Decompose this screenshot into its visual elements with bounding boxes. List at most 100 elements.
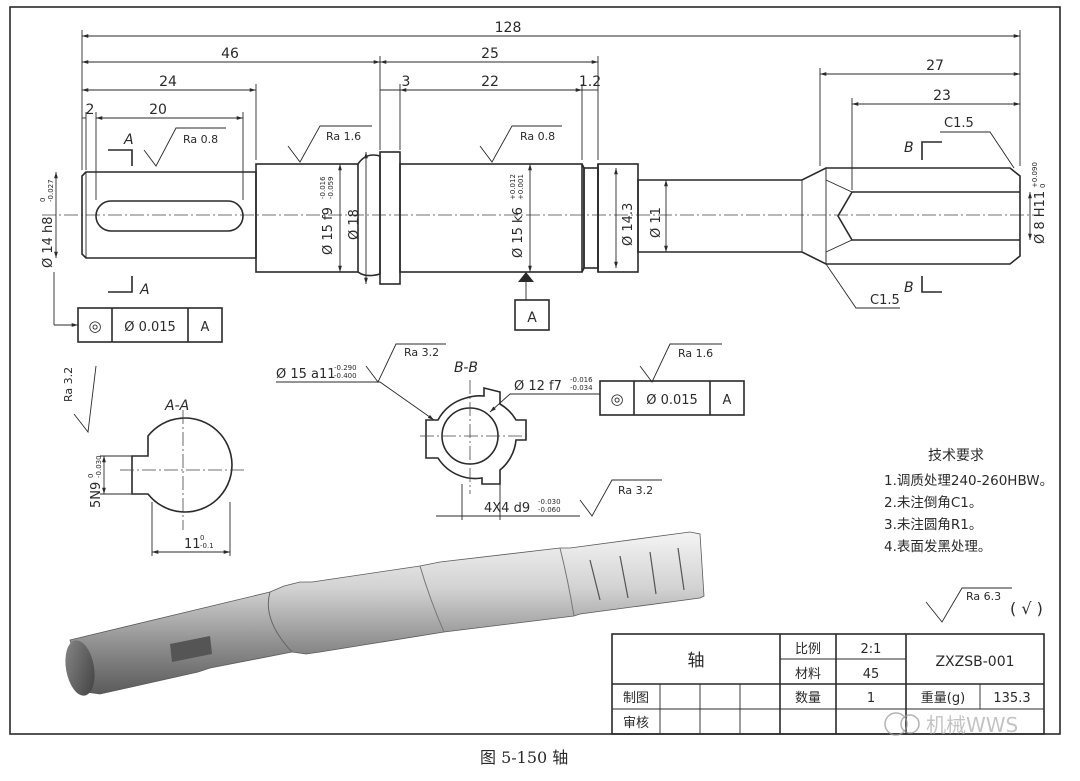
dim-11: 11 (184, 537, 201, 552)
svg-text:2:1: 2:1 (861, 642, 882, 657)
journal-d15f9 (255, 163, 359, 273)
dim-3: 3 (402, 74, 411, 90)
dim-24: 24 (159, 74, 177, 90)
dim-d14-3: Ø 14.3 (621, 203, 636, 246)
section-a-a: A-A 5N9 0 -0.030 11 0 -0.1 Ra 3.2 (62, 365, 246, 556)
svg-text:-0.030: -0.030 (538, 498, 561, 506)
svg-text:+0.090: +0.090 (1031, 162, 1039, 188)
svg-text:比例: 比例 (795, 642, 821, 657)
svg-text:Ø 0.015: Ø 0.015 (124, 320, 176, 335)
dim-5n9: 5N9 (89, 482, 104, 508)
journal-d15k6 (399, 163, 583, 273)
dim-d15f9: Ø 15 f9 (321, 207, 336, 255)
svg-text:+0.001: +0.001 (517, 174, 525, 200)
svg-text:135.3: 135.3 (993, 691, 1030, 706)
svg-text:◎: ◎ (610, 390, 623, 408)
svg-text:0: 0 (1039, 184, 1047, 188)
dim-128: 128 (495, 20, 522, 36)
svg-text:0: 0 (87, 474, 95, 478)
svg-text:-0.400: -0.400 (334, 372, 357, 380)
roughness-ra32-spline: Ra 3.2 (579, 479, 662, 517)
svg-text:-0.030: -0.030 (95, 455, 103, 478)
svg-text:审核: 审核 (623, 716, 649, 731)
svg-text:-0.060: -0.060 (538, 506, 561, 514)
tolerance-frame-left: ◎ Ø 0.015 A (53, 272, 223, 343)
watermark: 机械WWS (884, 712, 1018, 737)
drawing-number: ZXZSB-001 (935, 654, 1014, 670)
roughness-ra08-left: Ra 0.8 (143, 127, 226, 167)
svg-text:Ra 0.8: Ra 0.8 (520, 130, 555, 143)
svg-text:数量: 数量 (795, 691, 821, 706)
dim-d11: Ø 11 (649, 207, 664, 238)
roughness-ra32-aa: Ra 3.2 (62, 365, 97, 434)
bore-d8 (837, 191, 1020, 241)
dim-1-2: 1.2 (579, 74, 601, 90)
sheet-border (9, 6, 1061, 735)
part-name: 轴 (688, 651, 705, 671)
svg-text:B: B (904, 280, 914, 296)
svg-text:( √ ): ( √ ) (1010, 599, 1043, 618)
dim-23: 23 (933, 88, 951, 104)
dim-27: 27 (926, 58, 944, 74)
datum-a: A (514, 272, 550, 331)
svg-text:重量(g): 重量(g) (921, 690, 965, 706)
svg-text:-0.1: -0.1 (200, 542, 214, 550)
horizontal-dimensions: 128 46 25 24 3 22 1.2 2 20 27 23 (81, 20, 1021, 200)
svg-text:Ra 3.2: Ra 3.2 (62, 367, 75, 402)
shaft-3d-render (65, 531, 705, 696)
chamfer-top: C1.5 (944, 116, 974, 131)
svg-text:-0.059: -0.059 (327, 176, 335, 199)
dim-d15a11: Ø 15 a11 (276, 367, 336, 382)
svg-text:A: A (201, 320, 210, 335)
svg-text:0: 0 (39, 198, 47, 202)
svg-text:机械WWS: 机械WWS (926, 713, 1018, 737)
svg-text:Ra 3.2: Ra 3.2 (618, 484, 653, 497)
tech-req-item-4: 4.表面发黑处理。 (884, 539, 991, 555)
tech-req-item-1: 1.调质处理240-260HBW。 (884, 473, 1053, 489)
main-shaft-view: 128 46 25 24 3 22 1.2 2 20 27 23 (39, 20, 1048, 343)
dim-46: 46 (221, 46, 239, 62)
svg-text:-0.016: -0.016 (570, 376, 593, 384)
dim-d18: Ø 18 (347, 209, 362, 240)
svg-text:Ra 1.6: Ra 1.6 (326, 130, 361, 143)
svg-text:-0.290: -0.290 (334, 364, 357, 372)
svg-text:A: A (139, 282, 150, 298)
roughness-ra16-bb: Ra 1.6 (639, 343, 722, 383)
tech-req-title: 技术要求 (928, 448, 984, 464)
svg-text:Ø 0.015: Ø 0.015 (646, 393, 698, 408)
title-block: 轴 比例 2:1 材料 45 ZXZSB-001 制图 审核 数量 1 重量(g… (611, 633, 1045, 735)
svg-text:A: A (123, 132, 134, 148)
svg-text:A: A (723, 393, 732, 408)
svg-text:-0.034: -0.034 (570, 384, 593, 392)
svg-text:◎: ◎ (88, 317, 101, 335)
tolerance-frame-right: ◎ Ø 0.015 A (599, 380, 745, 416)
svg-text:Ra 0.8: Ra 0.8 (183, 133, 218, 146)
svg-text:-0.027: -0.027 (47, 179, 55, 202)
section-b-b: B-B Ø 15 a11 -0.290 -0.400 Ra 3.2 Ø 12 f… (276, 343, 745, 520)
keyway-slot (95, 200, 244, 232)
roughness-ra08-right: Ra 0.8 (479, 125, 562, 163)
collar-d18 (379, 151, 401, 285)
svg-text:1: 1 (867, 691, 875, 706)
tech-req-item-2: 2.未注倒角C1。 (884, 495, 982, 511)
dim-d15k6: Ø 15 k6 (511, 207, 526, 258)
dim-20: 20 (149, 102, 167, 118)
svg-text:B-B: B-B (454, 360, 478, 376)
dim-2: 2 (86, 102, 95, 118)
figure-caption: 图 5-150 轴 (480, 748, 568, 767)
spline-end (637, 167, 1021, 265)
roughness-ra16: Ra 1.6 (287, 125, 372, 163)
svg-text:B: B (904, 140, 914, 156)
svg-text:A-A: A-A (164, 398, 189, 414)
roughness-general: Ra 6.3 ( √ ) (925, 587, 1043, 623)
svg-text:Ra 3.2: Ra 3.2 (404, 346, 439, 359)
svg-text:A: A (527, 310, 537, 326)
svg-text:0: 0 (200, 534, 204, 542)
dim-22: 22 (481, 74, 499, 90)
roughness-ra32-bb: Ra 3.2 (365, 343, 446, 383)
tech-requirements: 技术要求 1.调质处理240-260HBW。 2.未注倒角C1。 3.未注圆角R… (884, 448, 1053, 555)
svg-text:Ra 1.6: Ra 1.6 (678, 347, 713, 360)
dim-25: 25 (481, 46, 499, 62)
